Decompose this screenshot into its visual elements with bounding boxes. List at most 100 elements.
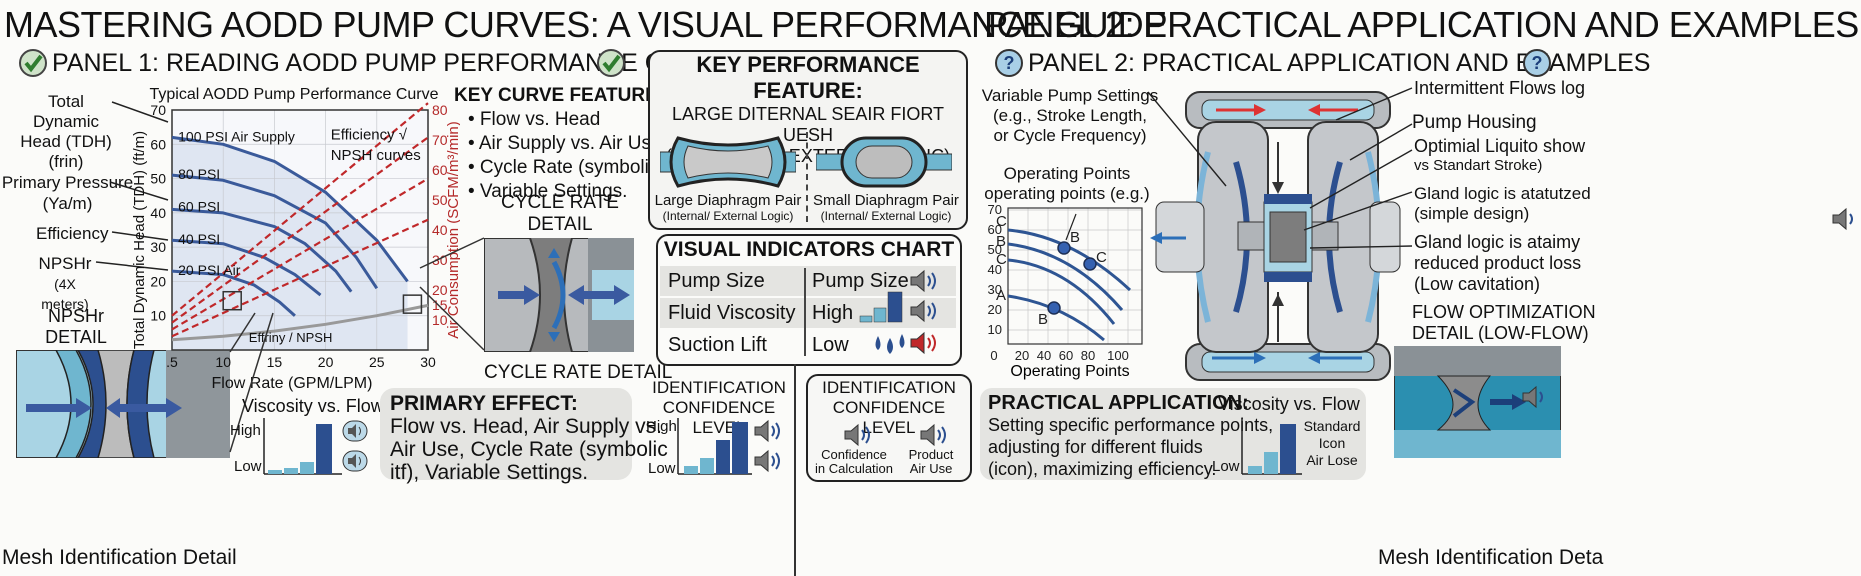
op-point (1047, 301, 1061, 315)
pump-cross-section (1155, 91, 1401, 381)
practical-line: adjusting for different fluids (988, 437, 1203, 457)
series-label: 40 PSI (178, 231, 220, 247)
svg-text:?: ? (1004, 53, 1015, 73)
op-point-label: C (1096, 249, 1107, 266)
key-features-title: KEY CURVE FEATURES: (454, 85, 677, 106)
op-curve-label: C (996, 213, 1007, 230)
speaker-icon (844, 423, 870, 447)
series-line (171, 102, 429, 317)
primary-effect-text: PRIMARY EFFECT: Flow vs. Head, Air Suppl… (390, 392, 668, 484)
callout-gland1-line: (simple design) (1414, 204, 1530, 223)
callout-gland2-line: reduced product loss (1414, 253, 1582, 273)
viscosity-bar (284, 468, 298, 474)
npshr-detail-line: DETAIL (45, 327, 107, 347)
op-y-tick: 40 (988, 262, 1002, 277)
viscosity-bar (300, 462, 314, 474)
help-icon: ? (995, 49, 1023, 77)
curve-callout: NPSH curves (331, 147, 421, 164)
x-tick: .5 (166, 354, 178, 370)
x-tick: 20 (318, 354, 334, 370)
callout-intermittent: Intermittent Flows log (1414, 78, 1586, 98)
op-curve-label: B (996, 233, 1006, 250)
viscosity-high-label: High (230, 422, 261, 439)
viscosity-low-label: Low (234, 458, 262, 475)
viscosity2-legend-line: Standard (1303, 418, 1361, 434)
plot-frame (171, 109, 429, 351)
callout-gland1-line: Gland logic is atatutzed (1414, 184, 1591, 203)
flow-arrow-icon (1150, 232, 1186, 244)
large-diaphragm-caption: Large Diaphragm Pair (Internal/ External… (650, 192, 806, 223)
practical-application-box (980, 388, 1366, 480)
callout-gland2: Gland logic is ataimy reduced product lo… (1414, 232, 1581, 295)
callout-gland2-line: Gland logic is ataimy (1414, 232, 1581, 252)
droplets-icon (875, 334, 905, 354)
op-curve-label: A (996, 287, 1006, 304)
op-point-label: B (1070, 229, 1080, 246)
op-x-tick: 60 (1059, 348, 1073, 363)
confidence-item-line: in Calculation (814, 461, 894, 476)
svg-text:?: ? (1532, 53, 1543, 73)
viscosity-mini-bars (859, 291, 903, 323)
cycle-rate-title-line: CYCLE RATE (501, 192, 619, 213)
primary-effect-line: Air Use, Cycle Rate (symbolic (390, 438, 668, 461)
primary-pressure-line: Primary Pressure (1, 173, 134, 192)
op-y-tick: 10 (988, 322, 1002, 337)
confidence-bars (677, 418, 752, 475)
confidence-low-label: Low (648, 460, 676, 477)
y-tick: 70 (150, 102, 166, 118)
key-feature-item: • Air Supply vs. Air Use (468, 133, 662, 154)
npshr-detail-line: NPSHr (47, 306, 104, 326)
y-tick: 40 (150, 205, 166, 221)
kpf-title: KEY PERFORMANCE FEATURE: (696, 52, 920, 103)
npshr-line: NPSHr (38, 254, 92, 273)
y-tick: 60 (150, 136, 166, 152)
series-line (171, 269, 296, 317)
indicator-label: Pump Size (668, 270, 765, 292)
speaker-icon (1522, 385, 1543, 409)
visual-indicators-title: VISUAL INDICATORS CHART (663, 238, 955, 261)
op-x-tick: 20 (1015, 348, 1029, 363)
confidence-item-line: Product (908, 447, 954, 462)
series-line (171, 303, 429, 342)
confidence-right-title-line: IDENTIFICATION (822, 378, 956, 397)
operating-points-title-line: Operating Points (1003, 164, 1131, 183)
zoom-connectors (229, 237, 485, 453)
operating-points-title-line: operating points (e.g.) (984, 184, 1150, 203)
npshr-label: NPSHr (4X meters) (30, 254, 100, 314)
y2-tick: 15 (432, 297, 448, 313)
op-curve (1007, 242, 1124, 311)
practical-line: Setting specific performance points, (988, 415, 1274, 435)
primary-effect-line: Flow vs. Head, Air Supply vs. (390, 415, 662, 438)
variable-settings-line: Variable Pump Settings (981, 86, 1159, 105)
op-y-tick: 30 (988, 282, 1002, 297)
tdh-label-line: Total Dynamic (32, 92, 100, 131)
series-line (171, 238, 322, 297)
x-tick: 15 (267, 354, 283, 370)
performance-curve-chart: Typical AODD Pump Performance Curve 100 P… (131, 86, 460, 392)
panel1-heading: PANEL 1: READING AODD PUMP PERFORMANCE C… (52, 49, 749, 77)
viscosity-bars (263, 418, 342, 475)
op-curve-label: C (996, 251, 1007, 268)
curve-shading (172, 137, 408, 350)
variable-settings-line: or Cycle Frequency) (993, 126, 1147, 145)
y-tick: 20 (150, 273, 166, 289)
small-diaphragm-sub: (Internal/ External Logic) (820, 209, 952, 223)
primary-effect-line: itf), Variable Settings. (390, 461, 589, 484)
confidence-item-line: Confidence (821, 447, 887, 462)
panel2-title: PANEL 2: PRACTICAL APPLICATION AND EXAMP… (984, 4, 1859, 45)
series-label: 100 PSI Air Supply (178, 128, 295, 144)
viscosity-bar (268, 470, 282, 474)
practical-application-text: PRACTICAL APPLICATION: Setting specific … (988, 392, 1273, 480)
y-axis-label: Total Dynamic Head (TDH) (ft/m) (131, 131, 148, 349)
primary-pressure-line: (Ya/m) (42, 194, 93, 213)
operating-points-title: Operating Points operating points (e.g.) (982, 164, 1152, 204)
zoom-box (402, 294, 423, 314)
speaker-icon (920, 423, 946, 447)
op-point (1083, 257, 1097, 271)
op-x-tick: 0 (990, 348, 997, 363)
viscosity2-low: Low (1212, 458, 1240, 475)
y-tick: 50 (150, 171, 166, 187)
chart-title: Typical AODD Pump Performance Curve (150, 86, 439, 103)
op-point-label: B (1038, 311, 1048, 328)
y-tick: 10 (150, 308, 166, 324)
